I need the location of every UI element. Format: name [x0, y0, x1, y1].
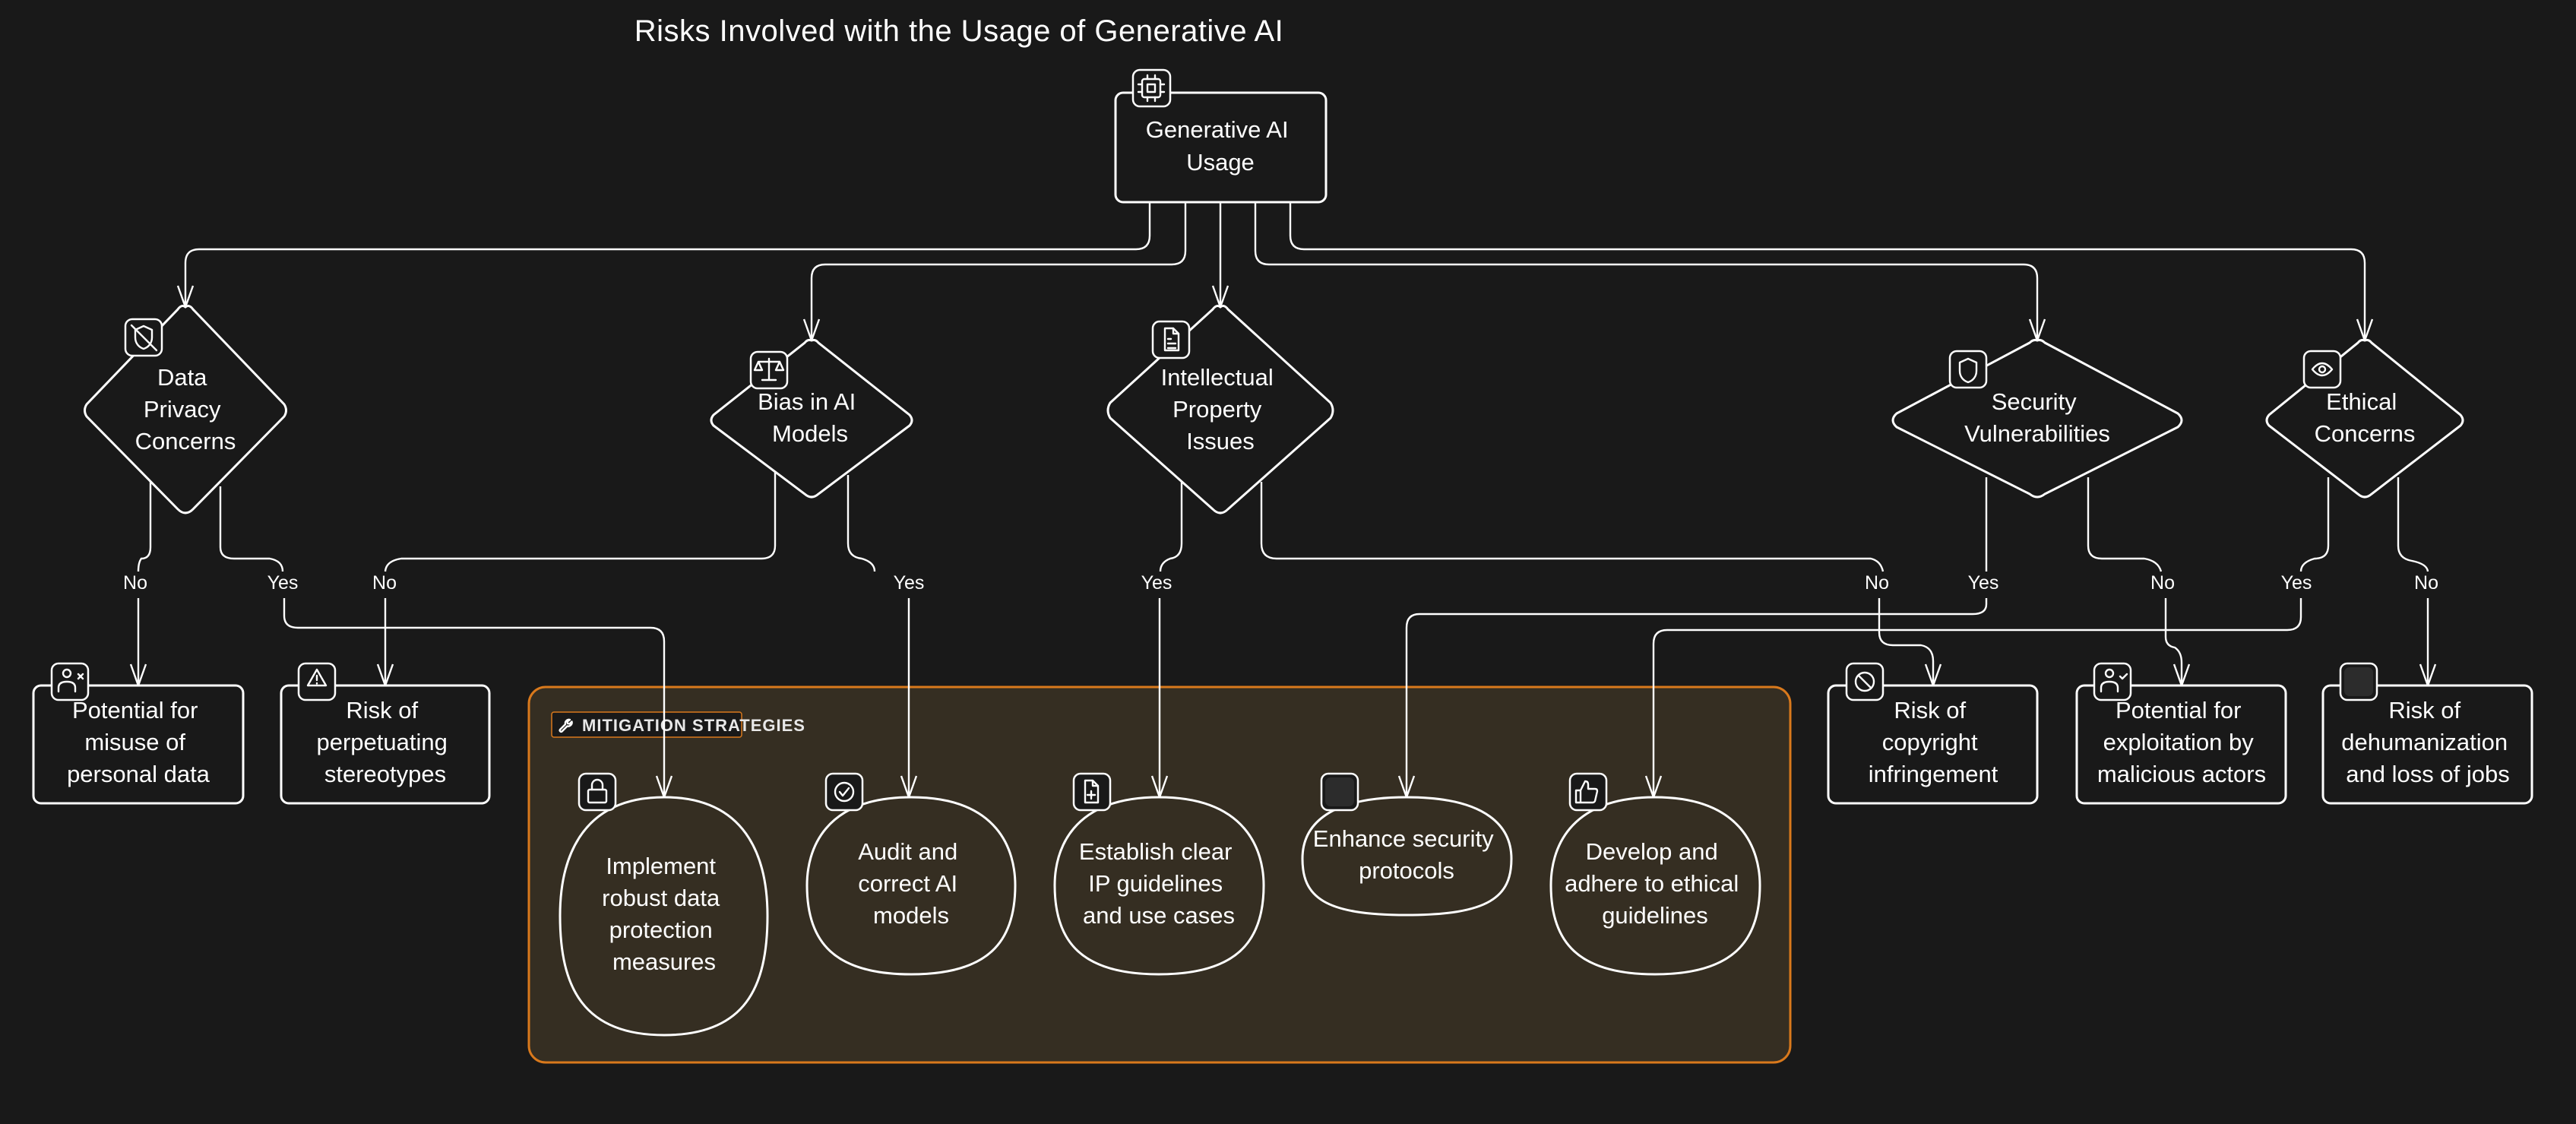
- node-risk-misuse[interactable]: Potential for misuse of personal data: [32, 662, 245, 805]
- blob-audit: [805, 796, 1017, 976]
- node-root[interactable]: Generative AI Usage: [1114, 68, 1328, 204]
- ban-icon: [1845, 662, 1885, 701]
- edge-label-privacy-no: No: [123, 572, 147, 594]
- blob-ethics: [1549, 796, 1761, 976]
- scale-icon: [749, 350, 789, 390]
- blob-ipguide: [1053, 796, 1265, 976]
- shield-off-icon: [124, 318, 163, 357]
- edge-label-ethical-no: No: [2414, 572, 2438, 594]
- concern-label-privacy: Data Privacy Concerns: [135, 364, 236, 454]
- edge-label-privacy-yes: Yes: [267, 572, 299, 594]
- edge-label-ethical-yes: Yes: [2281, 572, 2312, 594]
- edge-root-bias: [810, 202, 1187, 340]
- edge-ip-ipguide: [1158, 482, 1183, 797]
- edge-bias-stereotypes: [384, 471, 777, 685]
- root-box: [1114, 91, 1328, 204]
- risk-box-exploitation: [2075, 684, 2287, 805]
- edge-label-ip-yes: Yes: [1141, 572, 1172, 594]
- eye-icon: [2302, 350, 2342, 389]
- node-concern-bias[interactable]: Bias in AI Models: [710, 338, 913, 499]
- user-x-icon: [50, 662, 90, 701]
- edge-labels: No Yes No Yes Yes No Yes No Yes No: [123, 572, 2438, 594]
- edge-root-privacy: [184, 202, 1151, 307]
- wrench-icon: [559, 718, 573, 733]
- edge-ethical-dehumanization: [2397, 477, 2429, 685]
- edge-ip-copyright: [1260, 482, 1935, 685]
- strategy-label-secproto: Enhance security protocols: [1313, 825, 1500, 884]
- node-strategy-ethics[interactable]: Develop and adhere to ethical guidelines: [1549, 772, 1761, 976]
- concern-label-security: Security Vulnerabilities: [1964, 388, 2110, 447]
- risk-label-exploitation: Potential for exploitation by malicious …: [2097, 697, 2266, 787]
- file-plus-icon: [1072, 772, 1112, 812]
- lock-icon: [578, 772, 617, 812]
- edge-label-security-no: No: [2150, 572, 2175, 594]
- file-text-icon: [1151, 320, 1191, 359]
- mitigation-frame-label: MITIGATION STRATEGIES: [551, 711, 805, 738]
- edge-label-security-yes: Yes: [1968, 572, 1999, 594]
- check-circle-icon: [824, 772, 864, 812]
- node-strategy-secproto[interactable]: Enhance security protocols: [1301, 772, 1513, 917]
- edge-security-exploitation: [2087, 477, 2183, 685]
- edge-label-bias-no: No: [372, 572, 397, 594]
- node-strategy-ipguide[interactable]: Establish clear IP guidelines and use ca…: [1053, 772, 1265, 976]
- concern-label-ethical: Ethical Concerns: [2315, 388, 2416, 447]
- edge-bias-audit: [847, 475, 910, 797]
- risk-box-stereotypes: [280, 684, 491, 805]
- thumbs-up-icon: [1568, 772, 1608, 812]
- edge-privacy-protect: [219, 486, 666, 797]
- edge-label-bias-yes: Yes: [894, 572, 925, 594]
- node-risk-stereotypes[interactable]: Risk of perpetuating stereotypes: [280, 662, 491, 805]
- diagram-title: Risks Involved with the Usage of Generat…: [635, 14, 1284, 48]
- risk-box-misuse: [32, 684, 245, 805]
- blank-icon: [2339, 662, 2378, 701]
- node-strategy-protect[interactable]: Implement robust data protection measure…: [559, 772, 769, 1037]
- risk-label-dehumanization: Risk of dehumanization and loss of jobs: [2341, 697, 2514, 787]
- strategy-label-protect: Implement robust data protection measure…: [602, 853, 726, 975]
- diamond-privacy: [84, 305, 287, 515]
- risk-label-copyright: Risk of copyright infringement: [1869, 697, 1998, 787]
- strategy-label-ipguide: Establish clear IP guidelines and use ca…: [1079, 838, 1239, 929]
- edge-ethical-ethics: [1652, 477, 2330, 797]
- node-strategy-audit[interactable]: Audit and correct AI models: [805, 772, 1017, 976]
- edge-root-ethical: [1289, 202, 2366, 340]
- node-risk-exploitation[interactable]: Potential for exploitation by malicious …: [2075, 662, 2287, 805]
- concern-label-ip: Intellectual Property Issues: [1161, 364, 1280, 454]
- node-concern-privacy[interactable]: Data Privacy Concerns: [84, 305, 287, 515]
- strategy-label-ethics: Develop and adhere to ethical guidelines: [1565, 838, 1745, 929]
- edge-label-ip-no: No: [1865, 572, 1889, 594]
- mitigation-label-text: MITIGATION STRATEGIES: [582, 716, 805, 735]
- edge-privacy-misuse: [137, 479, 152, 685]
- shield-icon: [1948, 350, 1988, 389]
- blob-protect: [559, 796, 769, 1037]
- edges: [137, 202, 2429, 797]
- risk-box-copyright: [1827, 684, 2039, 805]
- risk-label-misuse: Potential for misuse of personal data: [67, 697, 210, 787]
- node-concern-security[interactable]: Security Vulnerabilities: [1891, 338, 2183, 499]
- user-check-icon: [2093, 662, 2132, 701]
- cpu-icon: [1131, 68, 1172, 108]
- blank-icon: [1320, 772, 1359, 812]
- mitigation-label-bg: [551, 711, 742, 738]
- edge-root-security: [1254, 202, 2039, 340]
- node-risk-copyright[interactable]: Risk of copyright infringement: [1827, 662, 2039, 805]
- edge-security-secproto: [1405, 477, 1988, 797]
- strategy-label-audit: Audit and correct AI models: [858, 838, 964, 929]
- node-risk-dehumanization[interactable]: Risk of dehumanization and loss of jobs: [2321, 662, 2533, 805]
- node-concern-ip[interactable]: Intellectual Property Issues: [1106, 305, 1334, 515]
- node-concern-ethical[interactable]: Ethical Concerns: [2265, 338, 2464, 499]
- blob-secproto: [1301, 796, 1513, 917]
- root-label: Generative AI Usage: [1146, 116, 1295, 176]
- alert-triangle-icon: [297, 662, 337, 701]
- risk-label-stereotypes: Risk of perpetuating stereotypes: [317, 697, 454, 787]
- risk-box-dehumanization: [2321, 684, 2533, 805]
- concern-label-bias: Bias in AI Models: [758, 388, 862, 447]
